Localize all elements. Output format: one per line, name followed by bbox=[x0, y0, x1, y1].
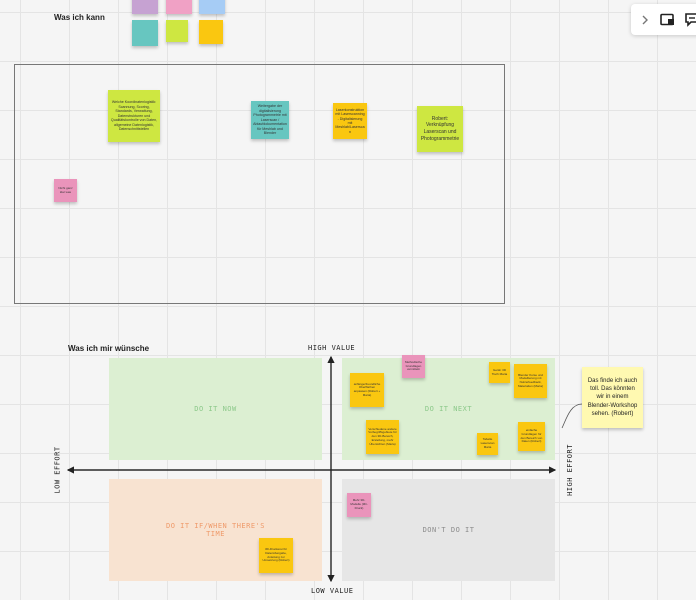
axis-label-low-value: LOW VALUE bbox=[311, 587, 354, 595]
palette-sticky-teal[interactable] bbox=[132, 20, 158, 46]
sticky-note[interactable]: Robert: Verknüpfung Laserscan und Photog… bbox=[417, 106, 463, 152]
sticky-note[interactable]: Verschiedene andere Vorbegriffsgebiete f… bbox=[366, 420, 399, 454]
sticky-note[interactable]: Welche Koordinatenlogistik: Scannung, Sc… bbox=[108, 90, 160, 142]
sticky-note[interactable]: Laserkonstruktion mit Laserscanning - Di… bbox=[333, 103, 367, 139]
sticky-note[interactable]: Nicht ganz klar was bbox=[54, 179, 77, 202]
quadrant-label: DO IT IF/WHEN THERE'S TIME bbox=[165, 522, 265, 538]
quadrant-label: DO IT NOW bbox=[194, 405, 237, 413]
quadrant-label: DON'T DO IT bbox=[422, 526, 475, 534]
palette-sticky-pink[interactable] bbox=[166, 0, 192, 14]
sticky-note[interactable]: anfängerfreundliche Oberflächen anpassen… bbox=[350, 373, 384, 407]
sticky-note[interactable]: einfache Grundlagen für den Bereich von … bbox=[518, 422, 545, 451]
quadrant-do-it-now[interactable]: DO IT NOW bbox=[109, 358, 322, 460]
palette-sticky-purple[interactable] bbox=[132, 0, 158, 14]
palette-sticky-yellow[interactable] bbox=[199, 20, 223, 44]
sticky-note[interactable]: Methodische Grundlagen vermitteln bbox=[402, 355, 425, 378]
axis-label-low-effort: LOW EFFORT bbox=[53, 446, 62, 494]
sticky-note[interactable]: Tabelle Laserscan Maria bbox=[477, 433, 498, 455]
quadrant-dont-do-it[interactable]: DON'T DO IT bbox=[342, 479, 555, 581]
axis-label-high-effort: HIGH EFFORT bbox=[565, 444, 574, 496]
heading-was-ich-mir-wuensche: Was ich mir wünsche bbox=[68, 344, 150, 353]
quadrant-label: DO IT NEXT bbox=[424, 405, 473, 413]
sticky-note[interactable]: Gerät: 3D Tisch Maria bbox=[489, 362, 510, 383]
sticky-note[interactable]: 3D-Druckerei für Datenübergabe, Anleitun… bbox=[259, 538, 293, 573]
presentation-icon[interactable] bbox=[657, 4, 679, 35]
heading-was-ich-kann: Was ich kann bbox=[54, 13, 105, 22]
palette-sticky-green[interactable] bbox=[166, 20, 188, 42]
axis-label-high-value: HIGH VALUE bbox=[308, 344, 356, 352]
comment-icon[interactable] bbox=[683, 4, 696, 35]
board-toolbar bbox=[631, 4, 696, 35]
sticky-note[interactable]: Mehr 3D-Modelle (3D-Druck) bbox=[347, 493, 371, 517]
palette-sticky-blue[interactable] bbox=[199, 0, 225, 14]
sticky-note[interactable]: Weitergabe der digitalisierung Photogram… bbox=[251, 101, 289, 139]
comment-sticky[interactable]: Das finde ich auch toll. Das könnten wir… bbox=[582, 367, 643, 428]
expand-chevron-icon[interactable] bbox=[635, 4, 655, 35]
sticky-note[interactable]: Blender Kurse und Modellierung mit Nutze… bbox=[514, 364, 547, 398]
frame-was-ich-kann[interactable] bbox=[14, 64, 505, 304]
